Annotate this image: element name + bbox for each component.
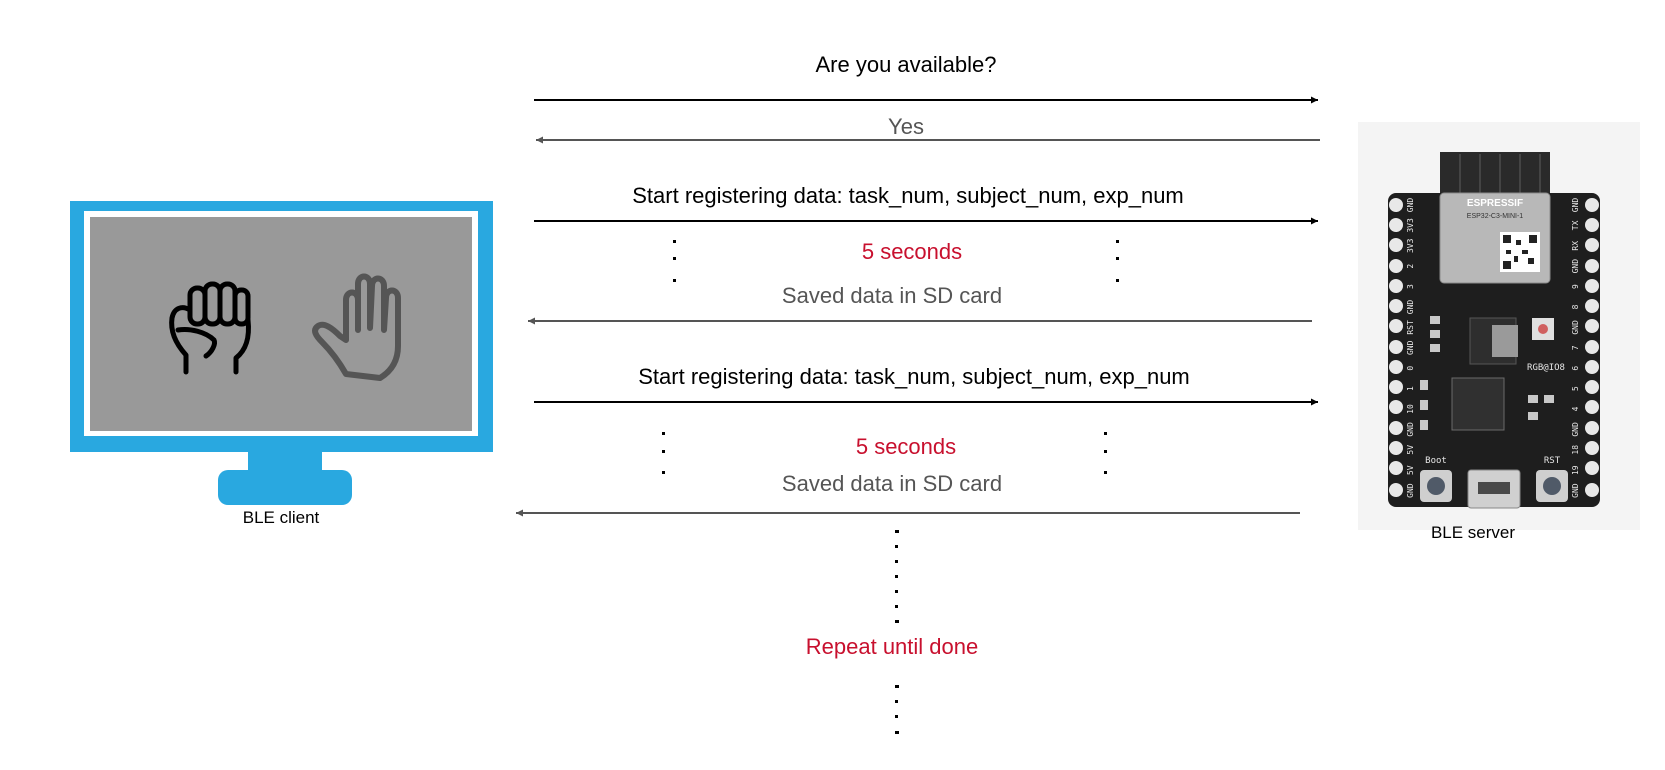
- server-caption: BLE server: [1430, 523, 1516, 542]
- pin-label-left-8: 0: [1406, 366, 1415, 371]
- pin-label-right-12: 18: [1571, 445, 1580, 455]
- pin-label-right-7: 7: [1571, 345, 1580, 350]
- module-antenna: [1440, 152, 1550, 196]
- dots-right-1: [1116, 240, 1119, 282]
- pin-label-right-1: TX: [1571, 220, 1580, 230]
- pin-label-left-1: 3V3: [1406, 218, 1415, 233]
- pin-label-left-4: 3: [1406, 284, 1415, 289]
- dotted-timing-markers: [662, 240, 1119, 734]
- pin-label-right-11: GND: [1571, 422, 1580, 437]
- pin-label-right-5: 8: [1571, 304, 1580, 309]
- message-yes: Yes: [888, 114, 924, 139]
- module-brand: ESPRESSIF: [1467, 198, 1523, 209]
- pin-label-left-5: GND: [1406, 300, 1415, 315]
- pin-label-left-14: GND: [1406, 483, 1415, 498]
- fist-icon: [169, 281, 251, 375]
- monitor-screen: [90, 217, 472, 431]
- monitor-base: [218, 470, 352, 505]
- right-header-pins: [1585, 198, 1599, 497]
- dots-left-2: [662, 432, 665, 474]
- module-model: ESP32-C3-MINI-1: [1467, 213, 1524, 220]
- client-monitor: [70, 201, 493, 505]
- pin-label-right-14: GND: [1571, 483, 1580, 498]
- open-hand-icon: [312, 273, 401, 381]
- message-saved-data-1: Saved data in SD card: [781, 283, 1003, 308]
- message-are-you-available: Are you available?: [815, 52, 997, 77]
- left-header-pins: [1389, 198, 1403, 497]
- pin-label-left-13: 5V: [1406, 465, 1415, 475]
- pin-label-right-4: 9: [1571, 284, 1580, 289]
- pin-label-right-13: 19: [1571, 465, 1580, 475]
- pin-label-right-9: 5: [1571, 386, 1580, 391]
- pin-label-right-3: GND: [1571, 259, 1580, 274]
- message-start-registering-1: Start registering data: task_num, subjec…: [632, 183, 1184, 208]
- client-caption: BLE client: [242, 508, 320, 527]
- pin-label-right-8: 6: [1571, 366, 1580, 371]
- pin-label-left-12: 5V: [1406, 445, 1415, 455]
- pin-label-right-2: RX: [1571, 241, 1580, 251]
- pin-label-left-3: 2: [1406, 264, 1415, 269]
- dots-center-top: [895, 530, 899, 623]
- mcu-chip: [1451, 377, 1505, 431]
- dots-center-bottom: [895, 685, 899, 734]
- pin-label-right-6: GND: [1571, 320, 1580, 335]
- pin-label-left-9: 1: [1406, 386, 1415, 391]
- boot-button-label: Boot: [1425, 456, 1447, 466]
- dots-right-2: [1104, 432, 1107, 474]
- pin-label-left-7: GND: [1406, 340, 1415, 355]
- pin-label-left-10: 10: [1406, 404, 1415, 414]
- pin-label-left-6: RST: [1406, 320, 1415, 335]
- message-arrows: [516, 96, 1320, 517]
- message-start-registering-2: Start registering data: task_num, subjec…: [638, 364, 1190, 389]
- message-five-seconds-2: 5 seconds: [855, 434, 957, 459]
- rgb-led-label: RGB@IO8: [1527, 363, 1565, 373]
- pin-label-right-10: 4: [1571, 406, 1580, 411]
- message-saved-data-2: Saved data in SD card: [781, 471, 1003, 496]
- monitor-neck: [248, 452, 322, 474]
- pin-label-left-11: GND: [1406, 422, 1415, 437]
- pin-label-left-0: GND: [1406, 198, 1415, 213]
- message-repeat-until-done: Repeat until done: [805, 634, 979, 659]
- rst-button-label: RST: [1544, 456, 1561, 466]
- pin-label-right-0: GND: [1571, 198, 1580, 213]
- message-five-seconds-1: 5 seconds: [861, 239, 963, 264]
- server-board: ESPRESSIF ESP32-C3-MINI-1 RGB@IO8: [1358, 122, 1640, 530]
- dots-left-1: [673, 240, 676, 282]
- pin-label-left-2: 3V3: [1406, 238, 1415, 253]
